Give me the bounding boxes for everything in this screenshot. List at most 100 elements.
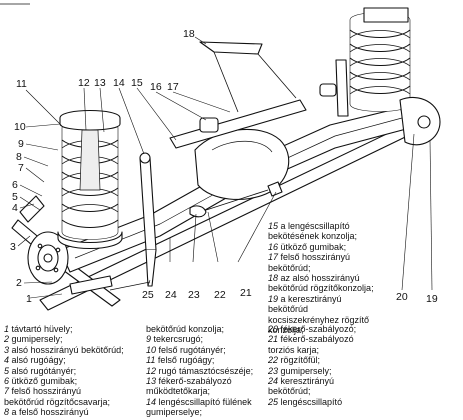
legend-number: 18 bbox=[268, 273, 279, 284]
legend-entry: 17 felső hosszirányú bbox=[268, 252, 458, 262]
callout-13: 13 bbox=[94, 77, 106, 89]
legend-text: felső rugóágy; bbox=[157, 355, 215, 366]
legend-text: rögzítőfül; bbox=[280, 355, 321, 366]
legend-text: felső hosszirányú bbox=[11, 386, 82, 397]
legend-number: 15 bbox=[268, 221, 279, 231]
callout-3: 3 bbox=[10, 241, 16, 253]
legend-text: ütköző gumibak; bbox=[11, 376, 78, 387]
legend-entry: kocsiszekrényhez rögzítő bbox=[268, 315, 458, 325]
right-coil-spring bbox=[349, 12, 411, 112]
legend-text: gumiperselye; bbox=[146, 407, 203, 418]
legend-number: 4 bbox=[4, 355, 10, 366]
legend-entry: 22 rögzítőfül; bbox=[268, 355, 460, 365]
lower-rod-bracket bbox=[199, 41, 263, 55]
legend-entry: 9 tekercsrugó; bbox=[146, 334, 266, 344]
legend-text: torziós karja; bbox=[268, 344, 320, 355]
callout-9: 9 bbox=[18, 138, 24, 150]
legend-number: 3 bbox=[4, 344, 10, 355]
legend-text: fékerő-szabályozó bbox=[158, 376, 232, 387]
legend-entry: 20 fékerő-szabályozó; bbox=[268, 324, 460, 334]
callout-24: 24 bbox=[165, 289, 177, 301]
legend-entry: bekötőrúd; bbox=[268, 386, 460, 396]
legend-text: fékerő-szabályozó bbox=[280, 334, 354, 345]
legend-number: 8 bbox=[4, 407, 10, 418]
legend-text: alsó rugótányér; bbox=[11, 365, 77, 376]
legend-number: 5 bbox=[4, 365, 10, 376]
legend-text: felső hosszirányú bbox=[280, 252, 351, 263]
legend-text: lengéscsillapító bbox=[280, 396, 343, 407]
legend-number: 1 bbox=[4, 324, 10, 334]
callout-15: 15 bbox=[131, 77, 143, 89]
legend-entry: 12 rugó támasztócsészéje; bbox=[146, 366, 266, 376]
legend-entry: 3 alsó hosszirányú bekötőrúd; bbox=[4, 345, 142, 355]
legend-entry: 16 ütköző gumibak; bbox=[268, 242, 458, 252]
callout-25: 25 bbox=[142, 289, 154, 301]
callout-21: 21 bbox=[240, 287, 252, 299]
legend-text: alsó rugóágy; bbox=[11, 355, 66, 366]
callout-numbers: 1 2 3 4 5 6 7 8 9 10 11 12 13 14 15 16 1… bbox=[10, 28, 438, 305]
legend-text: a keresztirányú bbox=[280, 293, 342, 304]
legend-entry: 24 keresztirányú bbox=[268, 376, 460, 386]
legend-number: 10 bbox=[146, 344, 157, 355]
callout-12: 12 bbox=[78, 77, 90, 89]
callout-17: 17 bbox=[167, 81, 179, 93]
legend-number: 19 bbox=[268, 293, 279, 304]
legend-text: a lengéscsillapító bbox=[280, 221, 350, 231]
legend-text: az alsó hosszirányú bbox=[280, 273, 360, 284]
legend-number: 25 bbox=[268, 396, 279, 407]
legend-entry: 7 felső hosszirányú bbox=[4, 386, 142, 396]
legend-text: fékerő-szabályozó; bbox=[280, 324, 357, 334]
legend-text: bekötésének konzolja; bbox=[268, 231, 358, 242]
legend-text: bekötőrúd; bbox=[268, 262, 311, 273]
callout-19: 19 bbox=[426, 293, 438, 305]
callout-10: 10 bbox=[14, 121, 26, 133]
legend-entry: bekötőrúd konzolja; bbox=[146, 324, 266, 334]
legend-text: távtartó hüvely; bbox=[11, 324, 73, 334]
legend-number: 7 bbox=[4, 386, 10, 397]
legend-text: bekötőrúd bbox=[268, 304, 309, 315]
legend-entry: 15 a lengéscsillapító bbox=[268, 221, 458, 231]
legend-entry: 10 felső rugótányér; bbox=[146, 345, 266, 355]
legend-text: lengéscsillapító fülének bbox=[158, 396, 252, 407]
legend-text: gumipersely; bbox=[280, 365, 332, 376]
legend-number: 13 bbox=[146, 376, 157, 387]
legend-text: keresztirányú bbox=[280, 376, 335, 387]
callout-8: 8 bbox=[16, 151, 22, 163]
legend-column-1: 1 távtartó hüvely;2 gumipersely;3 alsó h… bbox=[4, 324, 142, 418]
legend-number: 9 bbox=[146, 334, 152, 345]
legend-entry: működtetőkarja; bbox=[146, 386, 266, 396]
legend-entry: bekötőrúd bbox=[268, 304, 458, 314]
legend-text: ütköző gumibak; bbox=[280, 241, 347, 252]
callout-4: 4 bbox=[12, 202, 18, 214]
legend-text: bekötőrúd rögzítőkonzolja; bbox=[268, 283, 374, 294]
legend-entry: 11 felső rugóágy; bbox=[146, 355, 266, 365]
legend-text: a felső hosszirányú bbox=[11, 407, 89, 418]
legend-text: tekercsrugó; bbox=[153, 334, 204, 345]
legend-column-2: bekötőrúd konzolja;9 tekercsrugó;10 fels… bbox=[146, 324, 266, 418]
legend-entry: bekötésének konzolja; bbox=[268, 231, 458, 241]
legend-text: bekötőrúd rögzítőcsavarja; bbox=[4, 396, 111, 407]
legend-entry: 6 ütköző gumibak; bbox=[4, 376, 142, 386]
leader-lines bbox=[17, 36, 433, 299]
legend-entry: 1 távtartó hüvely; bbox=[4, 324, 142, 334]
legend-entry: torziós karja; bbox=[268, 345, 460, 355]
legend-entry: 14 lengéscsillapító fülének bbox=[146, 397, 266, 407]
legend-number: 2 bbox=[4, 334, 10, 345]
legend-text: rugó támasztócsészéje; bbox=[158, 365, 254, 376]
legend-number: 14 bbox=[146, 396, 157, 407]
legend-text: felső rugótányér; bbox=[158, 344, 226, 355]
legend-number: 16 bbox=[268, 241, 279, 252]
legend-number: 12 bbox=[146, 365, 157, 376]
legend-text: konzolja; bbox=[268, 325, 304, 336]
legend-text: bekötőrúd; bbox=[268, 386, 311, 397]
legend-text: működtetőkarja; bbox=[146, 386, 211, 397]
callout-20: 20 bbox=[396, 291, 408, 303]
suspension-drawing bbox=[0, 3, 441, 311]
legend-text: kocsiszekrényhez rögzítő bbox=[268, 314, 370, 325]
legend-column-3: 20 fékerő-szabályozó;21 fékerő-szabályoz… bbox=[268, 324, 460, 407]
legend-number: 17 bbox=[268, 252, 279, 263]
callout-2: 2 bbox=[16, 277, 22, 289]
legend-entry: 5 alsó rugótányér; bbox=[4, 366, 142, 376]
legend-text: bekötőrúd konzolja; bbox=[146, 324, 225, 334]
